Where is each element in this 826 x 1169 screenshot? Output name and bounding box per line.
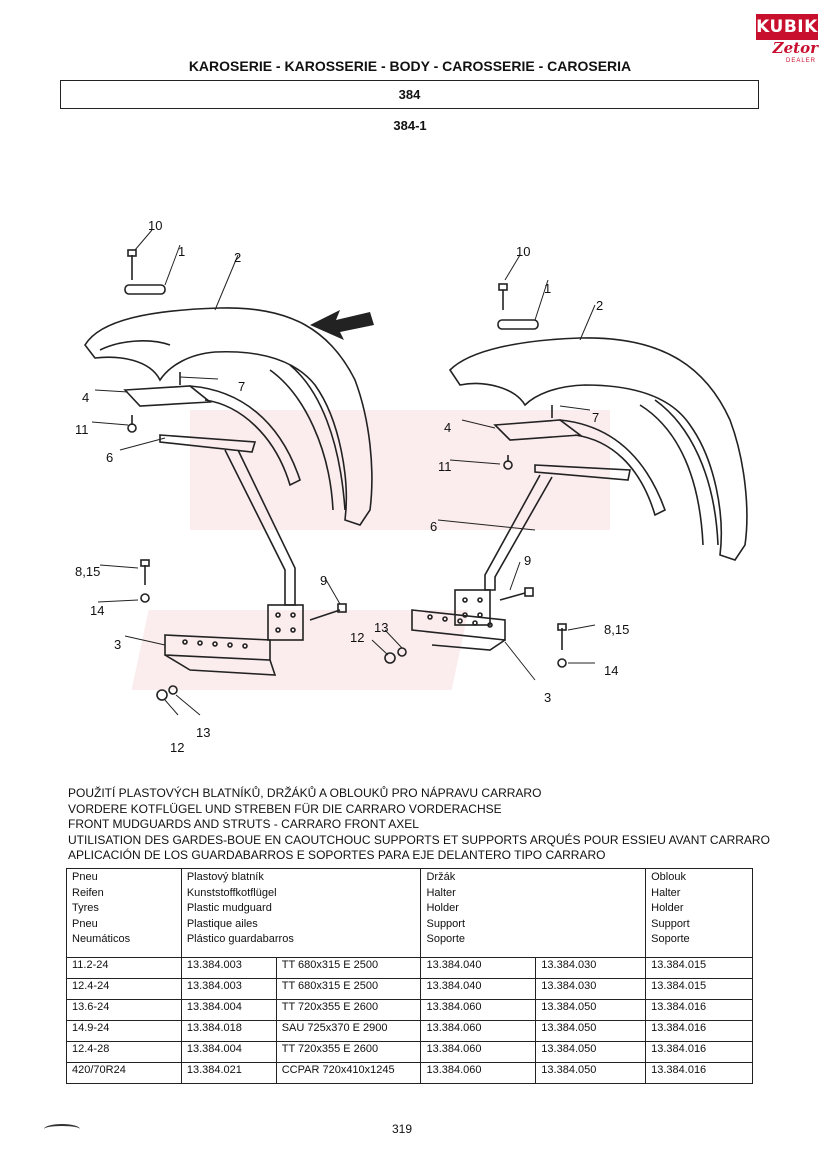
callout-right-6: 6 bbox=[430, 519, 438, 534]
left-mudguard bbox=[84, 307, 373, 526]
callout-right-4: 4 bbox=[444, 420, 452, 435]
leader-lines bbox=[91, 229, 596, 716]
watermark bbox=[131, 410, 610, 690]
callout-right-3: 3 bbox=[544, 690, 552, 705]
right-bolts bbox=[384, 283, 567, 668]
callout-right-1: 1 bbox=[544, 281, 552, 296]
usage-line-cz: POUŽITÍ PLASTOVÝCH BLATNÍKŮ, DRŽÁKŮ A OB… bbox=[68, 786, 542, 800]
callout-left-8-15: 8,15 bbox=[75, 564, 101, 579]
callout-right-13: 13 bbox=[374, 620, 389, 635]
callout-right-10: 10 bbox=[516, 244, 531, 259]
callout-left-6: 6 bbox=[106, 450, 114, 465]
subsection-number: 384-1 bbox=[393, 118, 427, 133]
callout-left-9: 9 bbox=[320, 573, 328, 588]
callout-right-11: 11 bbox=[438, 459, 452, 474]
page-number: 319 bbox=[392, 1122, 413, 1136]
right-arch-plate bbox=[493, 419, 666, 517]
usage-line-de: VORDERE KOTFLÜGEL UND STREBEN FÜR DIE CA… bbox=[68, 801, 502, 816]
callout-left-2: 2 bbox=[234, 250, 242, 265]
callout-left-1: 1 bbox=[178, 244, 186, 259]
usage-line-es: APLICACIÓN DE LOS GUARDABARROS E SOPORTE… bbox=[68, 848, 606, 862]
right-strut bbox=[454, 464, 631, 626]
left-arch-plate bbox=[123, 385, 301, 487]
logo-brand: KUBIK bbox=[756, 14, 818, 40]
logo-dealer: DEALER bbox=[785, 58, 816, 64]
left-bracket bbox=[164, 634, 277, 676]
callout-left-14: 14 bbox=[90, 603, 105, 618]
callout-right-8-15: 8,15 bbox=[604, 622, 630, 637]
usage-line-fr: UTILISATION DES GARDES-BOUE EN CAOUTCHOU… bbox=[68, 832, 770, 847]
direction-arrow-icon bbox=[310, 310, 374, 340]
callout-left-10: 10 bbox=[148, 218, 163, 233]
footer-logo-icon bbox=[44, 1124, 80, 1134]
usage-description: POUŽITÍ PLASTOVÝCH BLATNÍKŮ, DRŽÁKŮ A OB… bbox=[68, 786, 770, 864]
callout-right-14: 14 bbox=[604, 663, 619, 678]
callout-left-7: 7 bbox=[238, 379, 246, 394]
callout-left-3: 3 bbox=[114, 637, 122, 652]
right-mudguard bbox=[448, 337, 748, 561]
callout-left-12: 12 bbox=[170, 740, 185, 755]
callout-left-13: 13 bbox=[196, 725, 211, 740]
right-bracket bbox=[411, 609, 506, 651]
callout-left-11: 11 bbox=[75, 422, 89, 437]
page-title: KAROSERIE - KAROSSERIE - BODY - CAROSSER… bbox=[188, 58, 632, 74]
section-number: 384 bbox=[60, 80, 759, 109]
left-strut bbox=[159, 434, 304, 641]
callout-right-2: 2 bbox=[596, 298, 604, 313]
callout-right-9: 9 bbox=[524, 553, 532, 568]
exploded-parts-diagram bbox=[84, 229, 748, 716]
callout-right-7: 7 bbox=[592, 410, 600, 425]
usage-line-en: FRONT MUDGUARDS AND STRUTS - CARRARO FRO… bbox=[68, 817, 419, 831]
logo-sub-brand: Zetor bbox=[772, 39, 818, 57]
callout-right-12: 12 bbox=[350, 630, 365, 645]
callout-left-4: 4 bbox=[82, 390, 90, 405]
kubik-zetor-logo: KUBIK Zetor DEALER bbox=[756, 14, 818, 66]
left-bolts bbox=[124, 249, 347, 701]
